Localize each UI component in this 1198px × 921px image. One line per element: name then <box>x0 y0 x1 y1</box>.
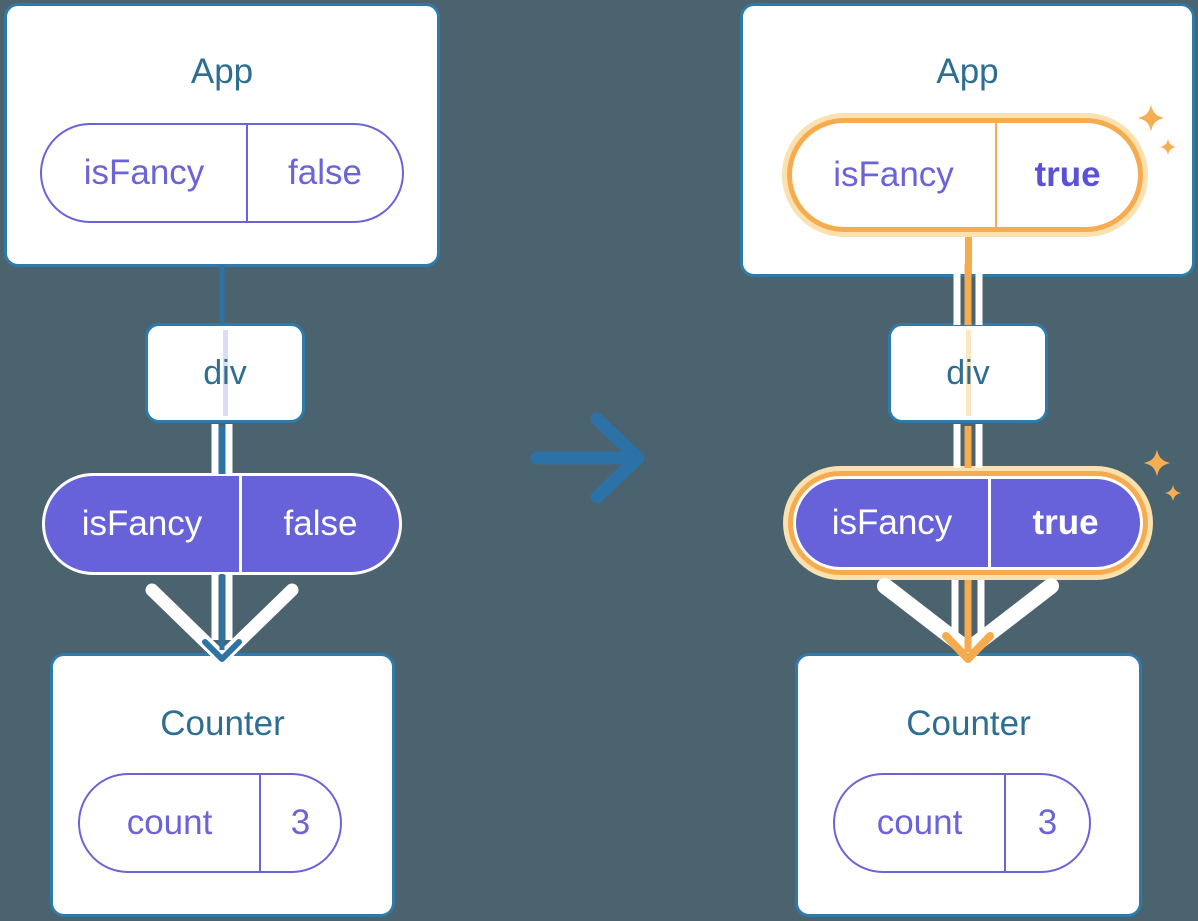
passed-prop-pill-after-highlight: isFancy true <box>783 466 1153 580</box>
prop-name: isFancy <box>45 476 242 572</box>
counter-state-pill-before: count 3 <box>78 773 342 873</box>
state-name: count <box>835 775 1006 871</box>
prop-value: true <box>1032 503 1099 542</box>
state-name: isFancy <box>42 125 248 221</box>
counter-title: Counter <box>160 704 285 743</box>
app-title: App <box>936 52 999 91</box>
props-flow-band-div-to-pill-before <box>211 424 233 474</box>
state-name: count <box>80 775 261 871</box>
prop-pass-line <box>965 330 971 416</box>
div-label: div <box>203 353 247 392</box>
div-node-after: div <box>888 323 1048 423</box>
app-state-pill-after-highlight: isFancy true <box>782 113 1148 237</box>
sparkle-icon <box>1164 484 1182 502</box>
prop-value: false <box>283 504 358 543</box>
counter-title: Counter <box>906 704 1031 743</box>
state-value: true <box>1034 155 1101 194</box>
highlight-arrow-pill-to-counter-after <box>877 578 1059 663</box>
highlight-line-in-card <box>965 231 972 274</box>
transition-arrow-icon <box>530 412 645 504</box>
state-value: false <box>288 153 362 192</box>
div-label: div <box>946 353 990 392</box>
sparkles-passed-prop-pill <box>1143 449 1182 502</box>
state-value: 3 <box>1037 803 1058 842</box>
app-state-pill-before: isFancy false <box>40 123 404 223</box>
highlight-flow-div-to-pill-after <box>953 424 983 468</box>
div-node-before: div <box>145 323 305 423</box>
props-flow-arrow-pill-to-counter-before <box>145 574 299 665</box>
app-state-pill-after: isFancy true <box>792 123 1138 227</box>
prop-pass-line <box>222 330 228 416</box>
highlight-ring: isFancy true <box>787 118 1143 232</box>
sparkle-icon <box>1143 449 1171 477</box>
state-name: isFancy <box>792 123 997 227</box>
app-title: App <box>190 52 254 91</box>
passed-prop-pill-after: isFancy true <box>796 479 1140 567</box>
pill-white-border: isFancy true <box>793 476 1143 570</box>
passed-prop-pill-before: isFancy false <box>42 473 402 575</box>
counter-state-pill-after: count 3 <box>833 773 1091 873</box>
state-value: 3 <box>290 803 311 842</box>
highlight-ring: isFancy true <box>788 471 1148 575</box>
prop-name: isFancy <box>796 479 991 567</box>
